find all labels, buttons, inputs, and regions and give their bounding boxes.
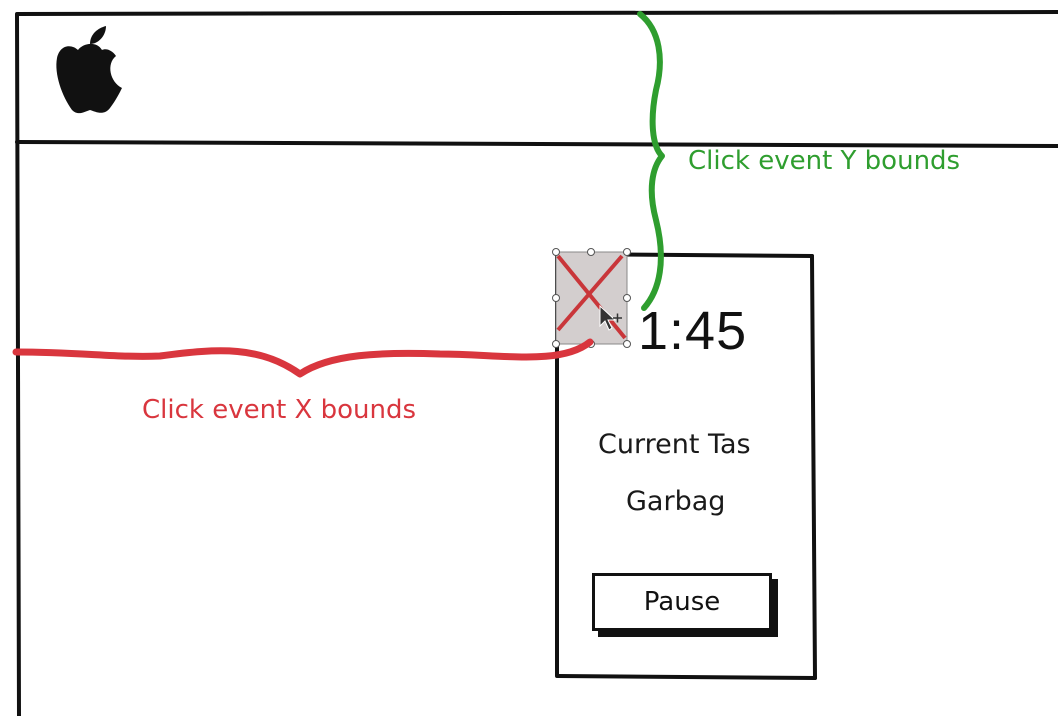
current-task-heading: Current Tas (598, 429, 751, 460)
window-frame (15, 10, 1058, 716)
y-bounds-label: Click event Y bounds (688, 146, 961, 176)
pause-button[interactable]: Pause (592, 573, 772, 631)
x-bounds-brace (12, 338, 594, 378)
timer-display: 1:45 (638, 301, 748, 361)
apple-icon (56, 26, 122, 114)
x-bounds-label: Click event X bounds (142, 395, 417, 425)
current-task-name: Garbag (626, 486, 726, 517)
cursor-icon (599, 304, 622, 331)
close-icon[interactable] (555, 251, 628, 345)
y-bounds-brace (637, 11, 665, 311)
selection-handles[interactable] (552, 248, 631, 348)
